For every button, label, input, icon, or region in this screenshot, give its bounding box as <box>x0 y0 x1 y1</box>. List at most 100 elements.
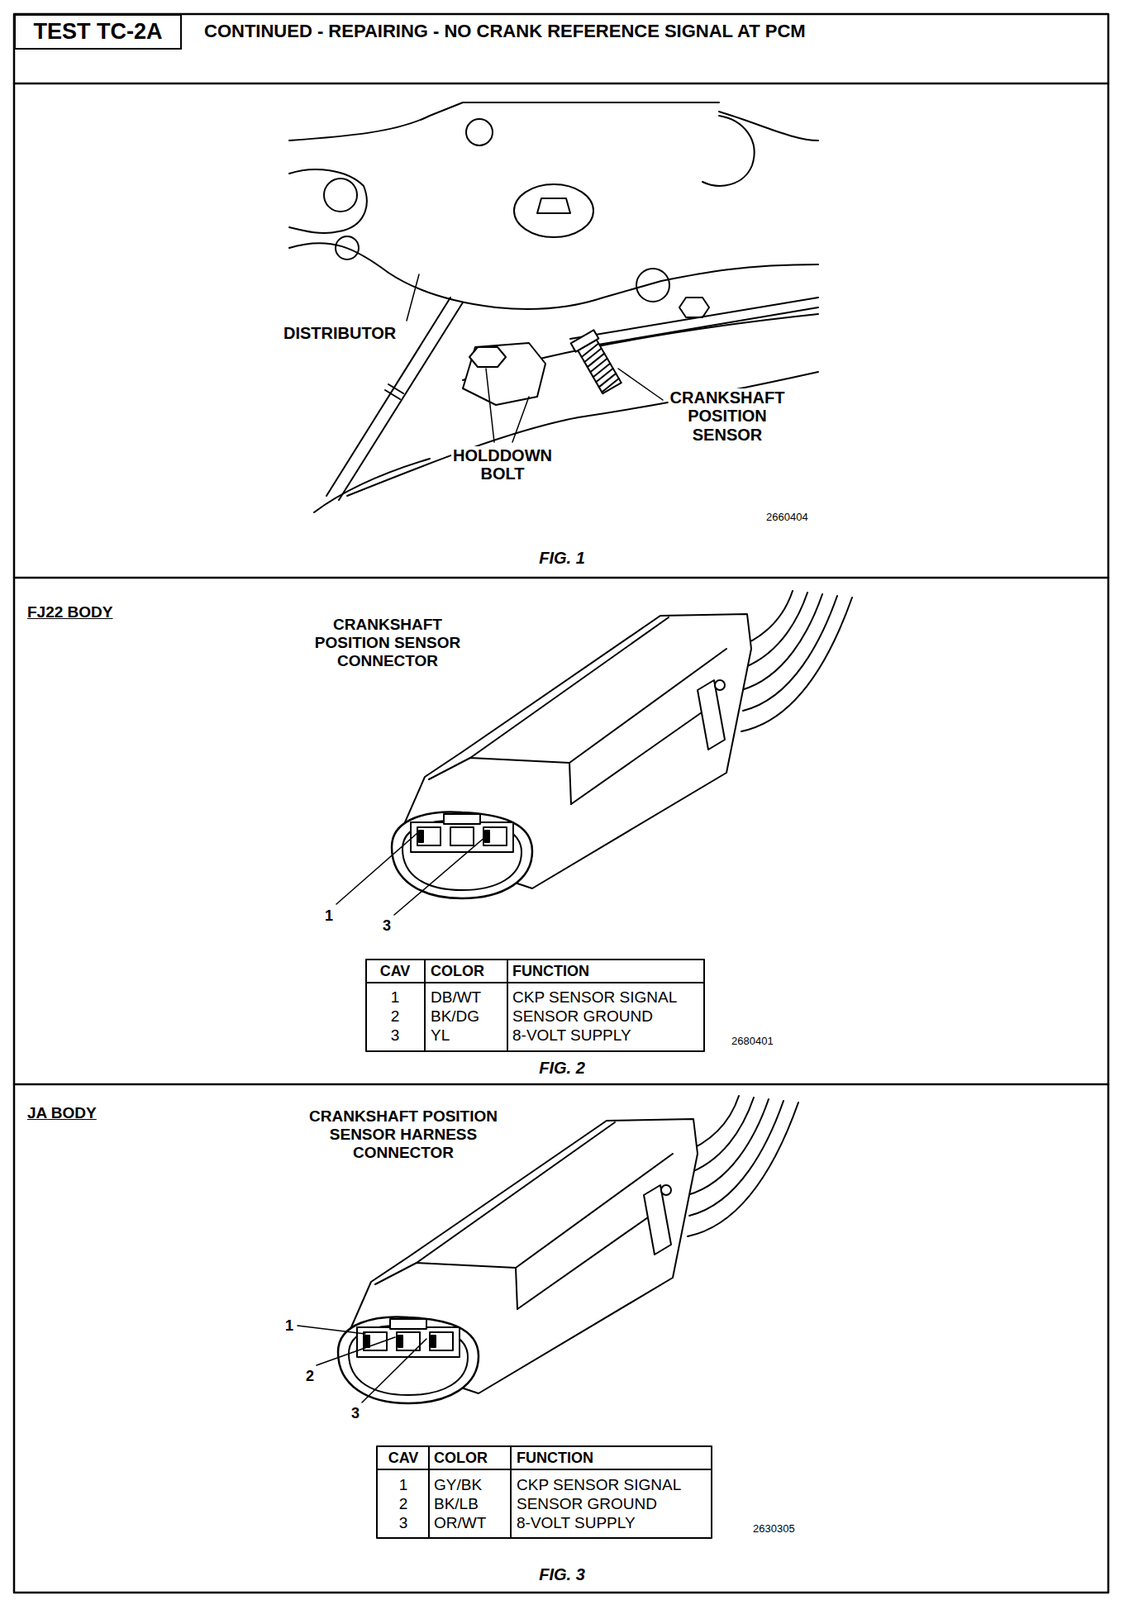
figure-id: 2630305 <box>752 1522 796 1535</box>
engine-block-edge <box>347 371 819 496</box>
wire <box>742 595 838 711</box>
distributor-hub <box>514 184 594 238</box>
mounting-hole <box>636 268 670 302</box>
lock-tab <box>443 814 481 824</box>
leader-line <box>485 368 495 443</box>
part-name: HOLDDOWN BOLT <box>451 446 554 484</box>
cable-band <box>385 384 404 400</box>
table-header: FUNCTION <box>516 1448 594 1467</box>
terminal <box>398 1335 403 1348</box>
wire <box>687 1099 769 1196</box>
section-heading: FJ22 BODY <box>27 603 113 622</box>
figure-caption: FIG. 2 <box>538 1058 586 1078</box>
table-header: CAV <box>388 1448 420 1467</box>
lock-tab <box>390 1319 427 1329</box>
distributor-ear <box>702 115 755 186</box>
table-cell: GY/BK <box>433 1476 482 1495</box>
table-rule <box>423 959 426 1052</box>
table-rule <box>376 1468 712 1471</box>
table-cell: CKP SENSOR SIGNAL <box>512 988 677 1007</box>
callout-number: 3 <box>382 917 391 935</box>
panel-divider <box>14 82 1109 86</box>
connector-face-rim <box>402 820 522 891</box>
terminal <box>431 1335 436 1348</box>
callout-number: 3 <box>351 1405 360 1423</box>
table-cell: 2 <box>399 1495 409 1514</box>
terminal-cavity <box>429 1332 453 1351</box>
terminal-cavity <box>483 827 507 846</box>
table-frame <box>376 1446 712 1539</box>
figure-id: 2680401 <box>731 1034 774 1048</box>
distributor-base <box>289 102 720 141</box>
table-cell: YL <box>430 1026 450 1045</box>
engine-block-edge <box>314 458 430 513</box>
wire <box>741 594 823 691</box>
table-cell: 8-VOLT SUPPLY <box>516 1514 636 1533</box>
table-cell: 8-VOLT SUPPLY <box>512 1026 632 1045</box>
connector-face <box>338 1316 479 1404</box>
connector-face <box>391 811 533 899</box>
part-name: CRANKSHAFT POSITION SENSOR CONNECTOR <box>312 615 463 671</box>
table-cell: BK/LB <box>433 1495 479 1514</box>
page-frame <box>14 14 1109 1593</box>
holddown-clamp <box>462 342 546 405</box>
terminal <box>365 1335 370 1348</box>
table-cell: DB/WT <box>430 988 482 1007</box>
table-header: COLOR <box>433 1448 488 1467</box>
leader-line <box>618 368 663 401</box>
table-rule <box>366 981 705 984</box>
connector-face-rim <box>348 1325 468 1396</box>
table-rule <box>428 1446 430 1539</box>
connector-body <box>395 614 752 889</box>
table-rule <box>506 959 509 1052</box>
latch-housing <box>428 757 572 805</box>
wire-clip <box>661 1185 672 1196</box>
crankshaft-sensor <box>571 329 624 395</box>
panel-divider <box>14 576 1109 580</box>
leader-line <box>361 1338 427 1403</box>
wire <box>687 1102 799 1237</box>
part-name: CRANKSHAFT POSITION SENSOR <box>668 388 787 444</box>
table-header: CAV <box>380 962 411 981</box>
test-number-box: TEST TC-2A <box>14 14 182 50</box>
callout-number: 2 <box>305 1367 315 1386</box>
distributor-base <box>719 111 819 141</box>
distributor-ear <box>289 169 367 234</box>
table-cell: OR/WT <box>433 1514 486 1533</box>
table-cell: SENSOR GROUND <box>516 1495 658 1514</box>
terminal-cavity <box>450 827 474 846</box>
part-name: DISTRIBUTOR <box>281 323 398 343</box>
connector-drawing <box>391 590 853 899</box>
callout-number: 1 <box>285 1317 294 1335</box>
figure-caption: FIG. 1 <box>538 548 586 568</box>
table-header: FUNCTION <box>512 962 590 981</box>
distributor-hub-notch <box>537 198 571 214</box>
latch-housing <box>470 617 727 805</box>
figure-caption: FIG. 3 <box>538 1565 586 1585</box>
table-cell: BK/DG <box>430 1007 480 1026</box>
terminal-cavity <box>417 827 441 846</box>
wire <box>689 1100 784 1216</box>
sensor-thread <box>580 343 621 393</box>
distributor-base <box>289 242 819 310</box>
table-header: COLOR <box>430 962 485 981</box>
wire-clip <box>714 680 725 691</box>
terminal <box>419 830 424 843</box>
terminal-recess <box>410 822 514 853</box>
figure-id: 2660404 <box>766 510 809 524</box>
terminal-recess <box>357 1327 460 1358</box>
bolt-head <box>679 297 710 318</box>
latch-housing <box>416 1122 673 1310</box>
sensor-cable <box>573 307 819 349</box>
sensor-cable <box>570 297 819 339</box>
leader-line <box>336 833 418 905</box>
page-title: CONTINUED - REPAIRING - NO CRANK REFEREN… <box>204 20 806 43</box>
table-cell: 1 <box>390 988 401 1007</box>
leader-line <box>406 274 420 321</box>
wire-clip <box>697 680 725 750</box>
wire <box>741 597 853 732</box>
table-cell: 2 <box>390 1007 401 1026</box>
